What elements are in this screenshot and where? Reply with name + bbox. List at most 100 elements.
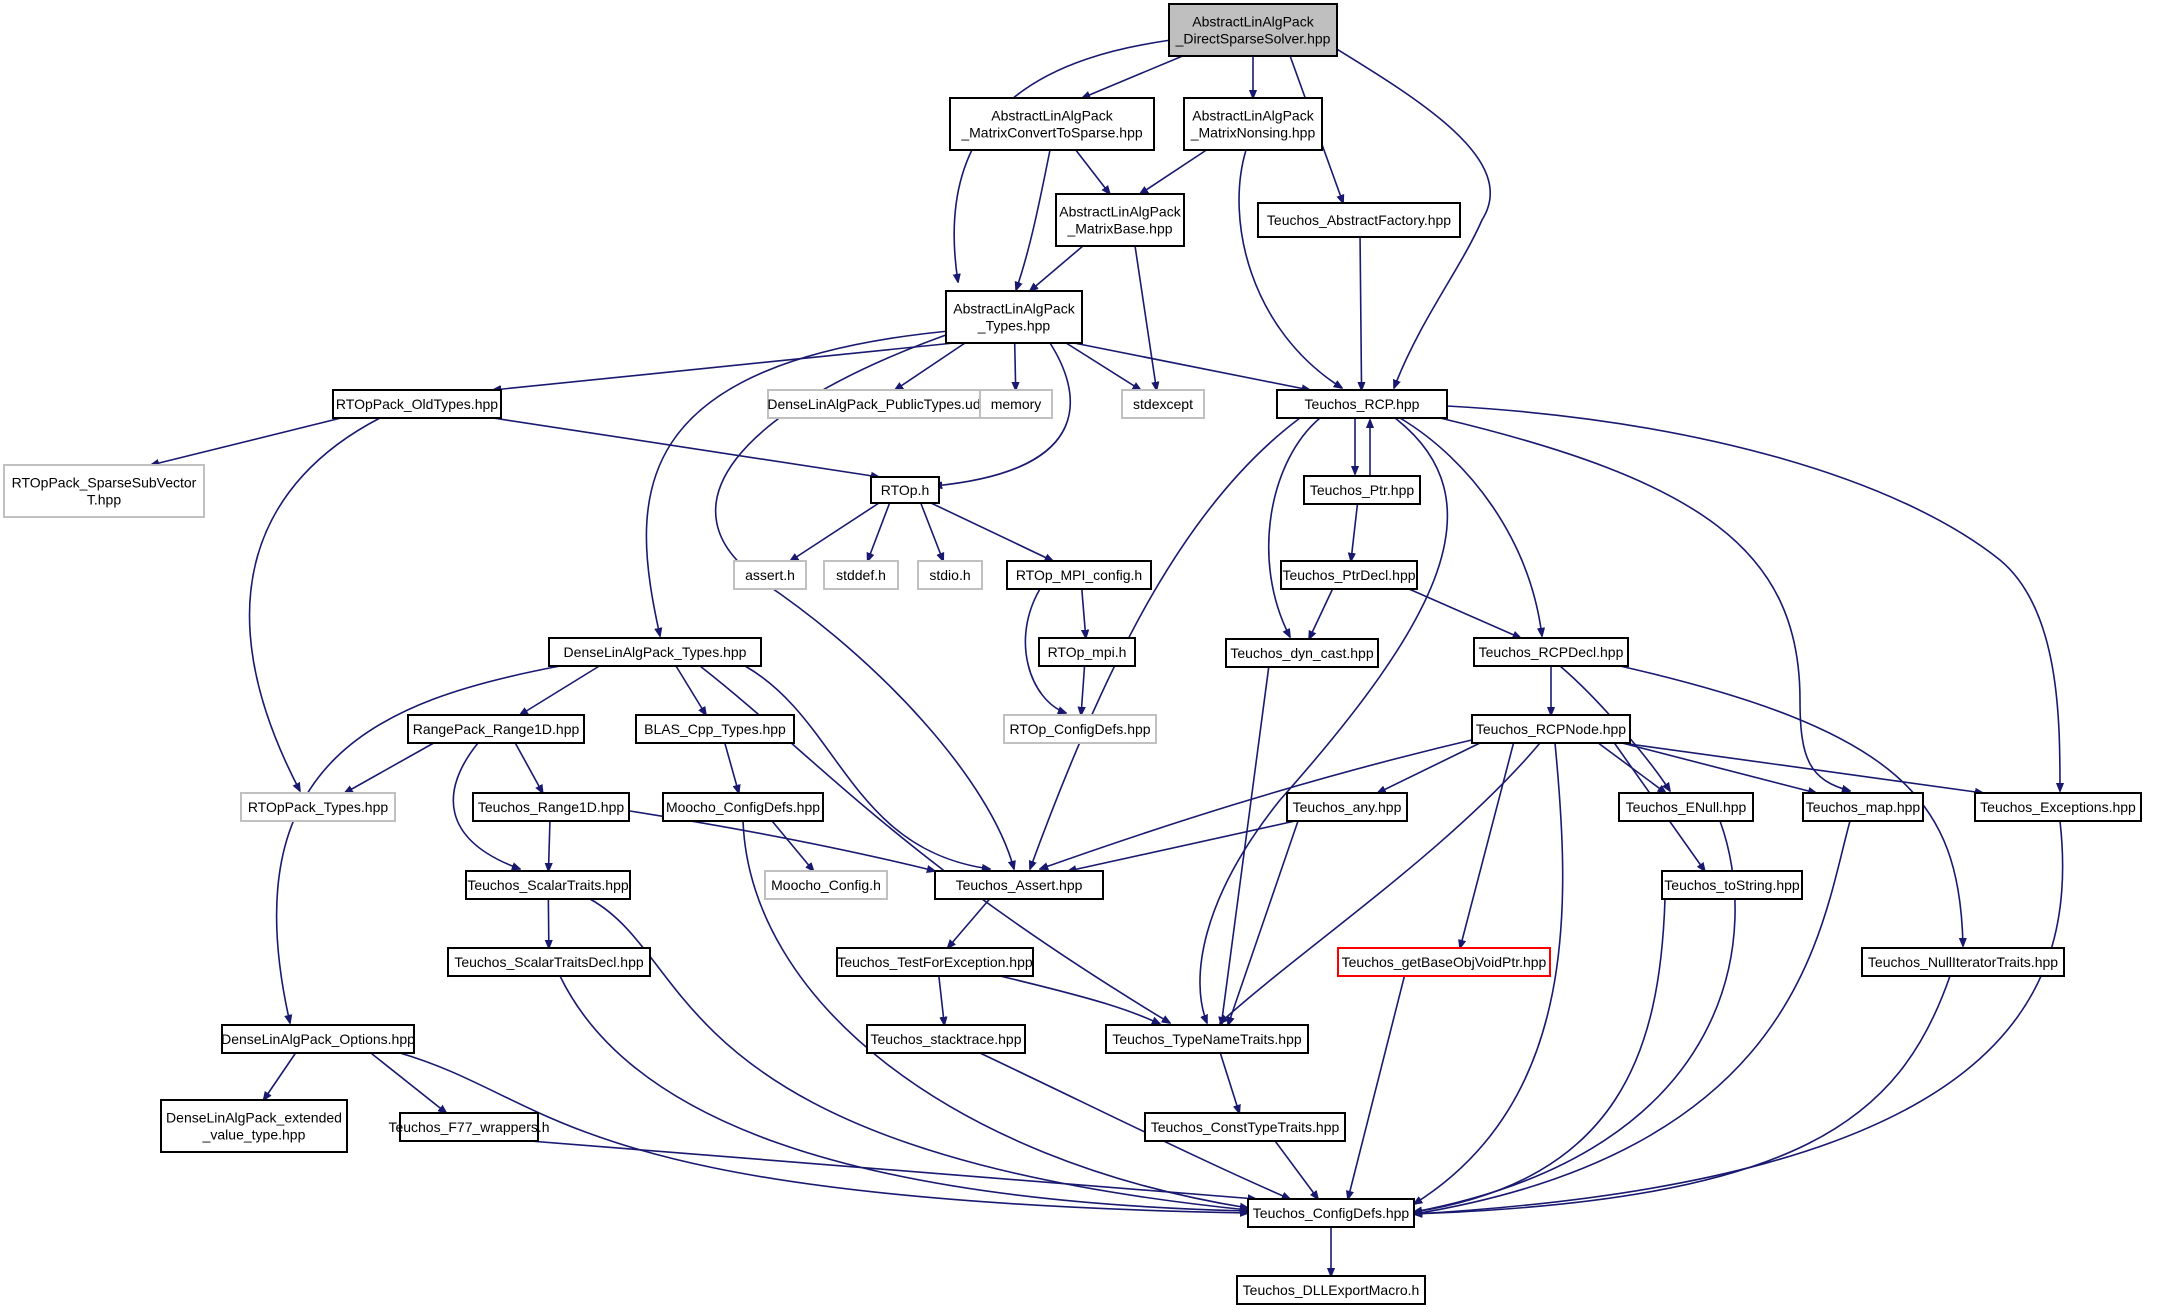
node-label: Teuchos_F77_wrappers.h [388,1119,549,1135]
node-rcpnode[interactable]: Teuchos_RCPNode.hpp [1471,714,1631,744]
node-label: AbstractLinAlgPack [953,301,1075,317]
node-box [1225,638,1379,668]
node-rtopconfig: RTOp_ConfigDefs.hpp [1003,714,1157,744]
node-rtoph[interactable]: RTOp.h [870,476,940,504]
node-typenametraits[interactable]: Teuchos_TypeNameTraits.hpp [1105,1024,1309,1054]
node-label: stdio.h [929,567,970,583]
node-dllexport[interactable]: Teuchos_DLLExportMacro.h [1236,1275,1426,1305]
edge-root-to-mcts [1082,55,1183,98]
edges-layer [151,39,2064,1276]
edge-types-to-memory [1015,342,1016,390]
node-label: _MatrixConvertToSparse.hpp [960,125,1143,141]
node-mnons[interactable]: AbstractLinAlgPack_MatrixNonsing.hpp [1183,97,1323,151]
node-box [221,1024,415,1054]
edge-tassert-to-testforexc [948,898,991,948]
node-mpiconfig[interactable]: RTOp_MPI_config.h [1006,560,1152,590]
node-rcp[interactable]: Teuchos_RCP.hpp [1276,389,1448,419]
node-any[interactable]: Teuchos_any.hpp [1286,792,1408,822]
edge-testforexc-to-stacktrace [938,975,945,1025]
node-box [767,389,981,419]
node-stacktrace[interactable]: Teuchos_stacktrace.hpp [866,1024,1026,1054]
node-label: Teuchos_PtrDecl.hpp [1282,567,1415,583]
node-label: Teuchos_ConfigDefs.hpp [1253,1205,1410,1221]
node-tostring[interactable]: Teuchos_toString.hpp [1661,870,1803,900]
node-scalartraitsdecl[interactable]: Teuchos_ScalarTraitsDecl.hpp [447,947,651,977]
node-getbase[interactable]: Teuchos_getBaseObjVoidPtr.hpp [1337,947,1551,977]
node-testforexc[interactable]: Teuchos_TestForException.hpp [836,947,1034,977]
node-label: Teuchos_Range1D.hpp [478,799,625,815]
edge-any-to-typenametraits [1228,820,1299,1025]
node-label: AbstractLinAlgPack [1192,14,1314,30]
edge-types-to-rtoph [934,342,1071,486]
node-map[interactable]: Teuchos_map.hpp [1802,792,1924,822]
node-label: Teuchos_Assert.hpp [956,877,1083,893]
node-stdio: stdio.h [917,560,983,590]
node-mcts[interactable]: AbstractLinAlgPack_MatrixConvertToSparse… [949,97,1155,151]
edge-rtoph-to-stdio [920,502,944,561]
node-box [949,97,1155,151]
node-rtoldtypes[interactable]: RTOpPack_OldTypes.hpp [332,389,502,419]
edge-types-to-stdexcept [1065,342,1141,390]
edge-rcpnode-to-getbase [1460,742,1515,948]
edge-moochocfg-to-tconfigdefs [742,820,1248,1208]
edge-rcpnode-to-typenametraits [1220,742,1541,1023]
node-box [1168,3,1338,57]
node-label: Teuchos_NullIteratorTraits.hpp [1868,954,2058,970]
node-mbase[interactable]: AbstractLinAlgPack_MatrixBase.hpp [1055,193,1185,247]
node-blas[interactable]: BLAS_Cpp_Types.hpp [635,714,795,744]
edge-exceptions-to-tconfigdefs [1414,820,2064,1214]
node-scalartraits[interactable]: Teuchos_ScalarTraits.hpp [465,870,631,900]
node-label: RTOp.h [881,482,930,498]
node-box [1006,560,1152,590]
node-rcpdecl[interactable]: Teuchos_RCPDecl.hpp [1473,637,1629,667]
node-moochocfg[interactable]: Moocho_ConfigDefs.hpp [662,792,824,822]
node-box [1055,193,1185,247]
node-range1d[interactable]: RangePack_Range1D.hpp [407,714,585,744]
node-dyncast[interactable]: Teuchos_dyn_cast.hpp [1225,638,1379,668]
node-box [1618,792,1754,822]
node-box [1003,714,1157,744]
node-label: assert.h [745,567,795,583]
node-label: Teuchos_DLLExportMacro.h [1243,1282,1420,1298]
node-nulliter[interactable]: Teuchos_NullIteratorTraits.hpp [1861,947,2065,977]
edge-range1d-to-trange1d [514,742,543,793]
node-tconfigdefs[interactable]: Teuchos_ConfigDefs.hpp [1247,1198,1415,1228]
edge-rcpdecl-to-nulliter [1619,665,1963,946]
node-absfac[interactable]: Teuchos_AbstractFactory.hpp [1257,202,1461,238]
edge-root-to-rcp [1321,39,1491,388]
node-box [1473,637,1629,667]
node-ptrdecl[interactable]: Teuchos_PtrDecl.hpp [1280,560,1418,590]
edge-types-to-dlapub [895,342,966,390]
edge-dlatypes-to-dlaoptions [275,665,561,1023]
node-extvalue[interactable]: DenseLinAlgPack_extended_value_type.hpp [160,1099,348,1153]
node-ptr[interactable]: Teuchos_Ptr.hpp [1303,475,1421,505]
node-box [635,714,795,744]
node-dlaoptions[interactable]: DenseLinAlgPack_Options.hpp [221,1024,415,1054]
edge-absfac-to-rcp [1360,236,1362,390]
edge-rcp-to-tassert [1030,417,1301,869]
edge-rcpnode-to-exceptions [1621,742,1983,793]
node-label: AbstractLinAlgPack [1192,108,1314,124]
node-label: memory [991,396,1042,412]
node-consttypetraits[interactable]: Teuchos_ConstTypeTraits.hpp [1144,1112,1346,1142]
edge-f77-to-tconfigdefs [529,1140,1256,1199]
node-types[interactable]: AbstractLinAlgPack_Types.hpp [945,290,1083,344]
node-tassert[interactable]: Teuchos_Assert.hpp [934,870,1104,900]
edge-blas-to-moochocfg [724,742,739,793]
node-dlatypes[interactable]: DenseLinAlgPack_Types.hpp [548,637,762,667]
edge-mpiconfig-to-rtopconfig [1024,588,1066,713]
node-label: RTOp_ConfigDefs.hpp [1009,721,1150,737]
node-box [1661,870,1803,900]
node-root[interactable]: AbstractLinAlgPack_DirectSparseSolver.hp… [1168,3,1338,57]
edge-rtoldtypes-to-rtoph [492,417,879,477]
edge-nulliter-to-tconfigdefs [1414,975,1951,1214]
node-moochoconfigh: Moocho_Config.h [764,870,888,900]
node-trange1d[interactable]: Teuchos_Range1D.hpp [472,792,630,822]
node-enull[interactable]: Teuchos_ENull.hpp [1618,792,1754,822]
node-f77[interactable]: Teuchos_F77_wrappers.h [388,1112,550,1142]
edge-rtoph-to-stddef [868,502,891,561]
node-rtopmpi[interactable]: RTOp_mpi.h [1038,637,1136,667]
node-exceptions[interactable]: Teuchos_Exceptions.hpp [1974,792,2142,822]
